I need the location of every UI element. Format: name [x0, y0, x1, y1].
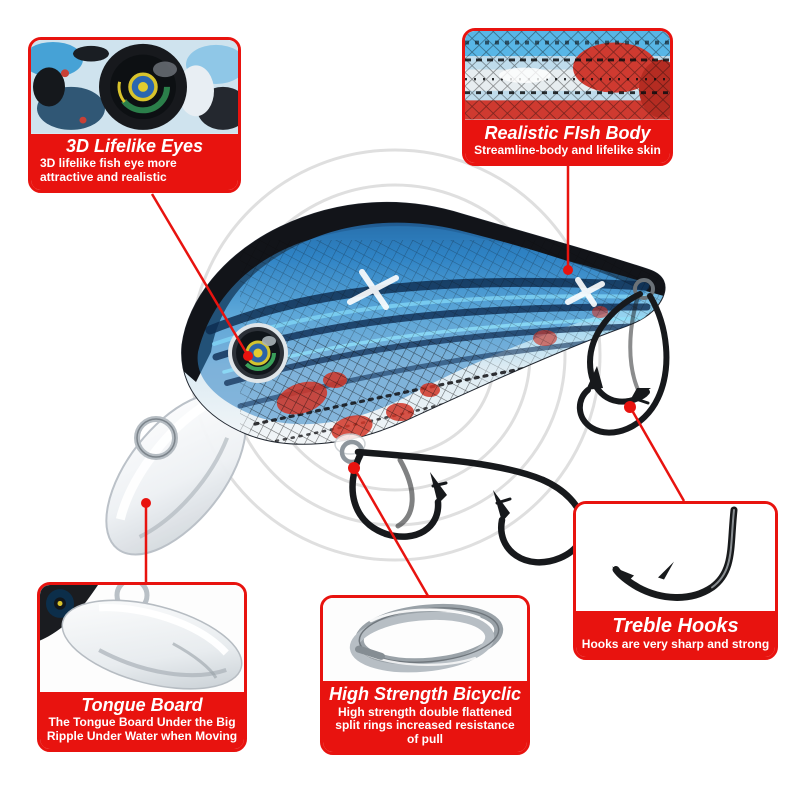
tongue-board-lip: [105, 392, 247, 556]
skin-photo: [465, 31, 670, 120]
callout-title: Tongue Board: [81, 694, 203, 715]
callout-card-rings: High Strength Bicyclic High strength dou…: [320, 595, 530, 755]
callout-description: 3D lifelike fish eye more attractive and…: [40, 156, 177, 185]
tongue-photo: [40, 585, 244, 692]
callout-card-tongue: Tongue Board The Tongue Board Under the …: [37, 582, 247, 752]
tongue-label: Tongue Board The Tongue Board Under the …: [40, 691, 244, 749]
callout-description: The Tongue Board Under the Big Ripple Un…: [46, 715, 238, 744]
eye-photo: [31, 40, 238, 134]
callout-title: High Strength Bicyclic: [328, 684, 522, 705]
callout-title: Treble Hooks: [612, 615, 739, 638]
belly-treble-hook: [334, 433, 587, 566]
callout-description: Streamline-body and lifelike skin: [474, 143, 661, 158]
sparkles: [347, 269, 605, 310]
callout-title: Realistic FIsh Body: [484, 122, 651, 143]
split-ring-photo: [323, 598, 527, 682]
callout-description: High strength double flattened split rin…: [335, 704, 515, 747]
callout-card-hooks: Treble Hooks Hooks are very sharp and st…: [573, 501, 778, 660]
callout-title: 3D Lifelike Eyes: [65, 135, 204, 156]
lure-eye: [228, 323, 288, 383]
rings-label: High Strength Bicyclic High strength dou…: [323, 681, 527, 752]
hooks-label: Treble Hooks Hooks are very sharp and st…: [576, 611, 775, 657]
eye-label: 3D Lifelike Eyes 3D lifelike fish eye mo…: [31, 133, 238, 190]
callout-card-body: Realistic FIsh Body Streamline-body and …: [462, 28, 673, 166]
hook-photo: [576, 504, 775, 612]
callout-card-eyes: 3D Lifelike Eyes 3D lifelike fish eye mo…: [28, 37, 241, 193]
callout-description: Hooks are very sharp and strong: [581, 637, 770, 652]
body-label: Realistic FIsh Body Streamline-body and …: [465, 119, 670, 163]
